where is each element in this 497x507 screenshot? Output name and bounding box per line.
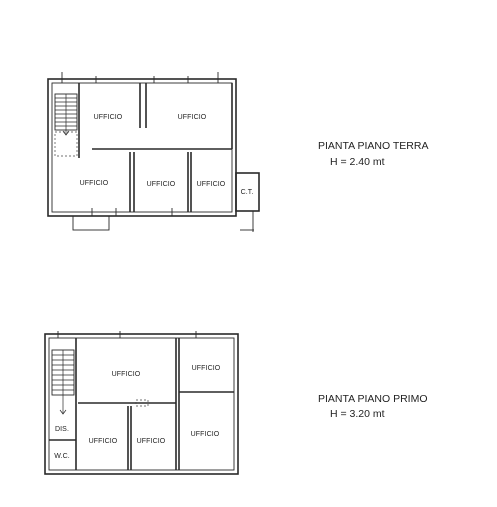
ground-floor-plan: UFFICIO UFFICIO UFFICIO UFFICIO UFFICIO … bbox=[47, 72, 260, 232]
first-inner-wall-line bbox=[48, 337, 235, 471]
ground-outer-wall bbox=[47, 78, 237, 217]
ground-ct-label: C.T. bbox=[241, 189, 254, 196]
ground-entrance-step bbox=[72, 215, 110, 231]
first-room-label-3: UFFICIO bbox=[89, 438, 118, 445]
ground-ct-room bbox=[235, 172, 260, 212]
first-floor-height: H = 3.20 mt bbox=[330, 408, 385, 420]
first-room-label-4: UFFICIO bbox=[137, 438, 166, 445]
first-room-label-1: UFFICIO bbox=[112, 371, 141, 378]
first-staircase bbox=[51, 349, 75, 415]
ground-staircase bbox=[54, 93, 78, 136]
ground-floor-title: PIANTA PIANO TERRA bbox=[318, 140, 428, 152]
first-floor-title: PIANTA PIANO PRIMO bbox=[318, 393, 428, 405]
first-dis-label: DIS. bbox=[55, 426, 69, 433]
ground-floor-height: H = 2.40 mt bbox=[330, 156, 385, 168]
first-room-label-2: UFFICIO bbox=[192, 365, 221, 372]
ground-room-label-1: UFFICIO bbox=[94, 114, 123, 121]
ground-room-label-3: UFFICIO bbox=[80, 180, 109, 187]
first-room-label-5: UFFICIO bbox=[191, 431, 220, 438]
ground-room-label-5: UFFICIO bbox=[197, 181, 226, 188]
first-outer-wall bbox=[44, 333, 239, 475]
first-wc-label: W.C. bbox=[54, 453, 70, 460]
ground-room-label-4: UFFICIO bbox=[147, 181, 176, 188]
ground-room-label-2: UFFICIO bbox=[178, 114, 207, 121]
first-floor-plan: UFFICIO UFFICIO UFFICIO UFFICIO UFFICIO … bbox=[44, 331, 239, 475]
